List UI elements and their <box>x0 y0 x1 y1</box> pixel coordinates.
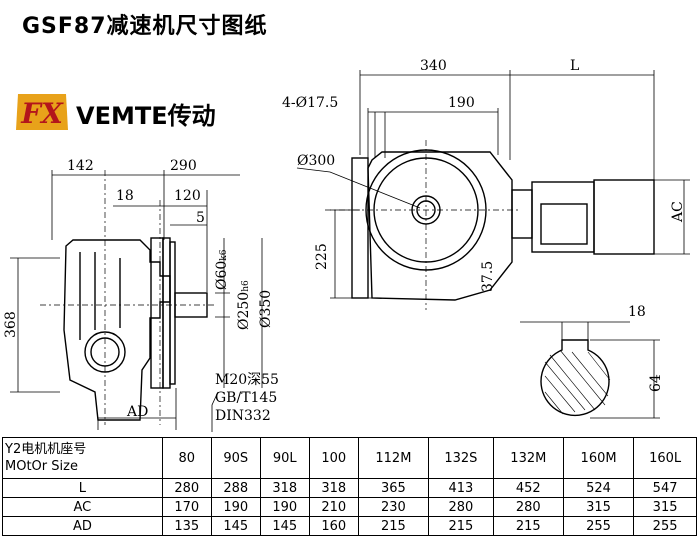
table-cell: 452 <box>492 478 564 498</box>
note-standard-1: GB/T145 <box>215 390 277 406</box>
table-cell: 215 <box>492 516 564 536</box>
key-section-view <box>540 339 610 417</box>
table-cell: 210 <box>308 497 359 517</box>
front-view <box>351 149 655 301</box>
table-cell: 170 <box>161 497 212 517</box>
dim-ac: AC <box>670 201 686 223</box>
table-cell: 230 <box>357 497 430 517</box>
key-dim-lines <box>520 321 660 419</box>
brand-logo-icon: FX <box>16 94 68 130</box>
dim-5: 5 <box>196 210 205 226</box>
dim-l: L <box>570 58 579 74</box>
table-cell: 255 <box>633 516 697 536</box>
table-cell: 318 <box>308 478 359 498</box>
table-cell: 365 <box>357 478 430 498</box>
dim-142: 142 <box>67 158 94 174</box>
table-row: AD 135 145 145 160 215 215 215 255 255 <box>2 516 697 536</box>
table-cell: 524 <box>562 478 635 498</box>
left-view <box>63 237 208 421</box>
dim-holes: 4-Ø17.5 <box>282 95 338 111</box>
row-label: AD <box>2 516 163 536</box>
table-cell: 547 <box>633 478 697 498</box>
table-cell: 280 <box>161 478 212 498</box>
size-cell: 80 <box>161 437 212 479</box>
dim-350: Ø350 <box>258 290 274 328</box>
note-thread: M20深55 <box>215 372 279 388</box>
table-cell: 318 <box>259 478 310 498</box>
row-label: AC <box>2 497 163 517</box>
left-dim-lines <box>10 170 263 432</box>
table-cell: 145 <box>259 516 310 536</box>
table-cell: 280 <box>492 497 564 517</box>
table-cell: 255 <box>562 516 635 536</box>
size-cell: 160M <box>562 437 635 479</box>
table-cell: 315 <box>633 497 697 517</box>
table-cell: 160 <box>308 516 359 536</box>
dim-225: 225 <box>314 243 330 270</box>
dim-18: 18 <box>116 188 134 204</box>
size-cell: 132S <box>428 437 494 479</box>
front-dim-lines <box>296 70 690 299</box>
brand-name: VEMTE传动 <box>76 102 216 130</box>
dim-37-5: 37.5 <box>480 261 496 292</box>
left-centerlines <box>40 170 215 425</box>
dim-290: 290 <box>170 158 197 174</box>
row-label: L <box>2 478 163 498</box>
table-cell: 413 <box>428 478 494 498</box>
size-cell: 132M <box>492 437 564 479</box>
dimension-drawing: 142 290 18 120 5 Ø60k6 Ø250h6 Ø350 368 A… <box>3 58 690 432</box>
table-cell: 135 <box>161 516 212 536</box>
size-cell: 160L <box>633 437 697 479</box>
table-cell: 315 <box>562 497 635 517</box>
table-cell: 190 <box>259 497 310 517</box>
dim-190: 190 <box>448 95 475 111</box>
page-title: GSF87减速机尺寸图纸 <box>22 14 268 39</box>
note-standard-2: DIN332 <box>215 408 271 424</box>
table-cell: 215 <box>357 516 430 536</box>
table-row: AC 170 190 190 210 230 280 280 315 315 <box>2 497 697 517</box>
dim-368: 368 <box>3 311 19 338</box>
dim-key-18: 18 <box>628 304 646 320</box>
key-hatch <box>544 349 611 415</box>
table-row: L 280 288 318 318 365 413 452 524 547 <box>2 478 697 498</box>
svg-text:FX: FX <box>20 97 64 130</box>
size-cell: 112M <box>357 437 430 479</box>
dim-key-64: 64 <box>648 374 664 392</box>
size-cell: 90L <box>259 437 310 479</box>
table-cell: 215 <box>428 516 494 536</box>
size-cell: 100 <box>308 437 359 479</box>
dim-340: 340 <box>420 58 447 74</box>
dim-60: Ø60k6 <box>214 249 230 290</box>
table-cell: 145 <box>210 516 261 536</box>
table-cell: 288 <box>210 478 261 498</box>
table-cell: 280 <box>428 497 494 517</box>
dim-ad: AD <box>126 404 148 420</box>
size-cell: 90S <box>210 437 261 479</box>
dim-250: Ø250h6 <box>236 280 252 330</box>
table-cell: 190 <box>210 497 261 517</box>
dim-120: 120 <box>174 188 201 204</box>
dim-300: Ø300 <box>297 153 335 169</box>
